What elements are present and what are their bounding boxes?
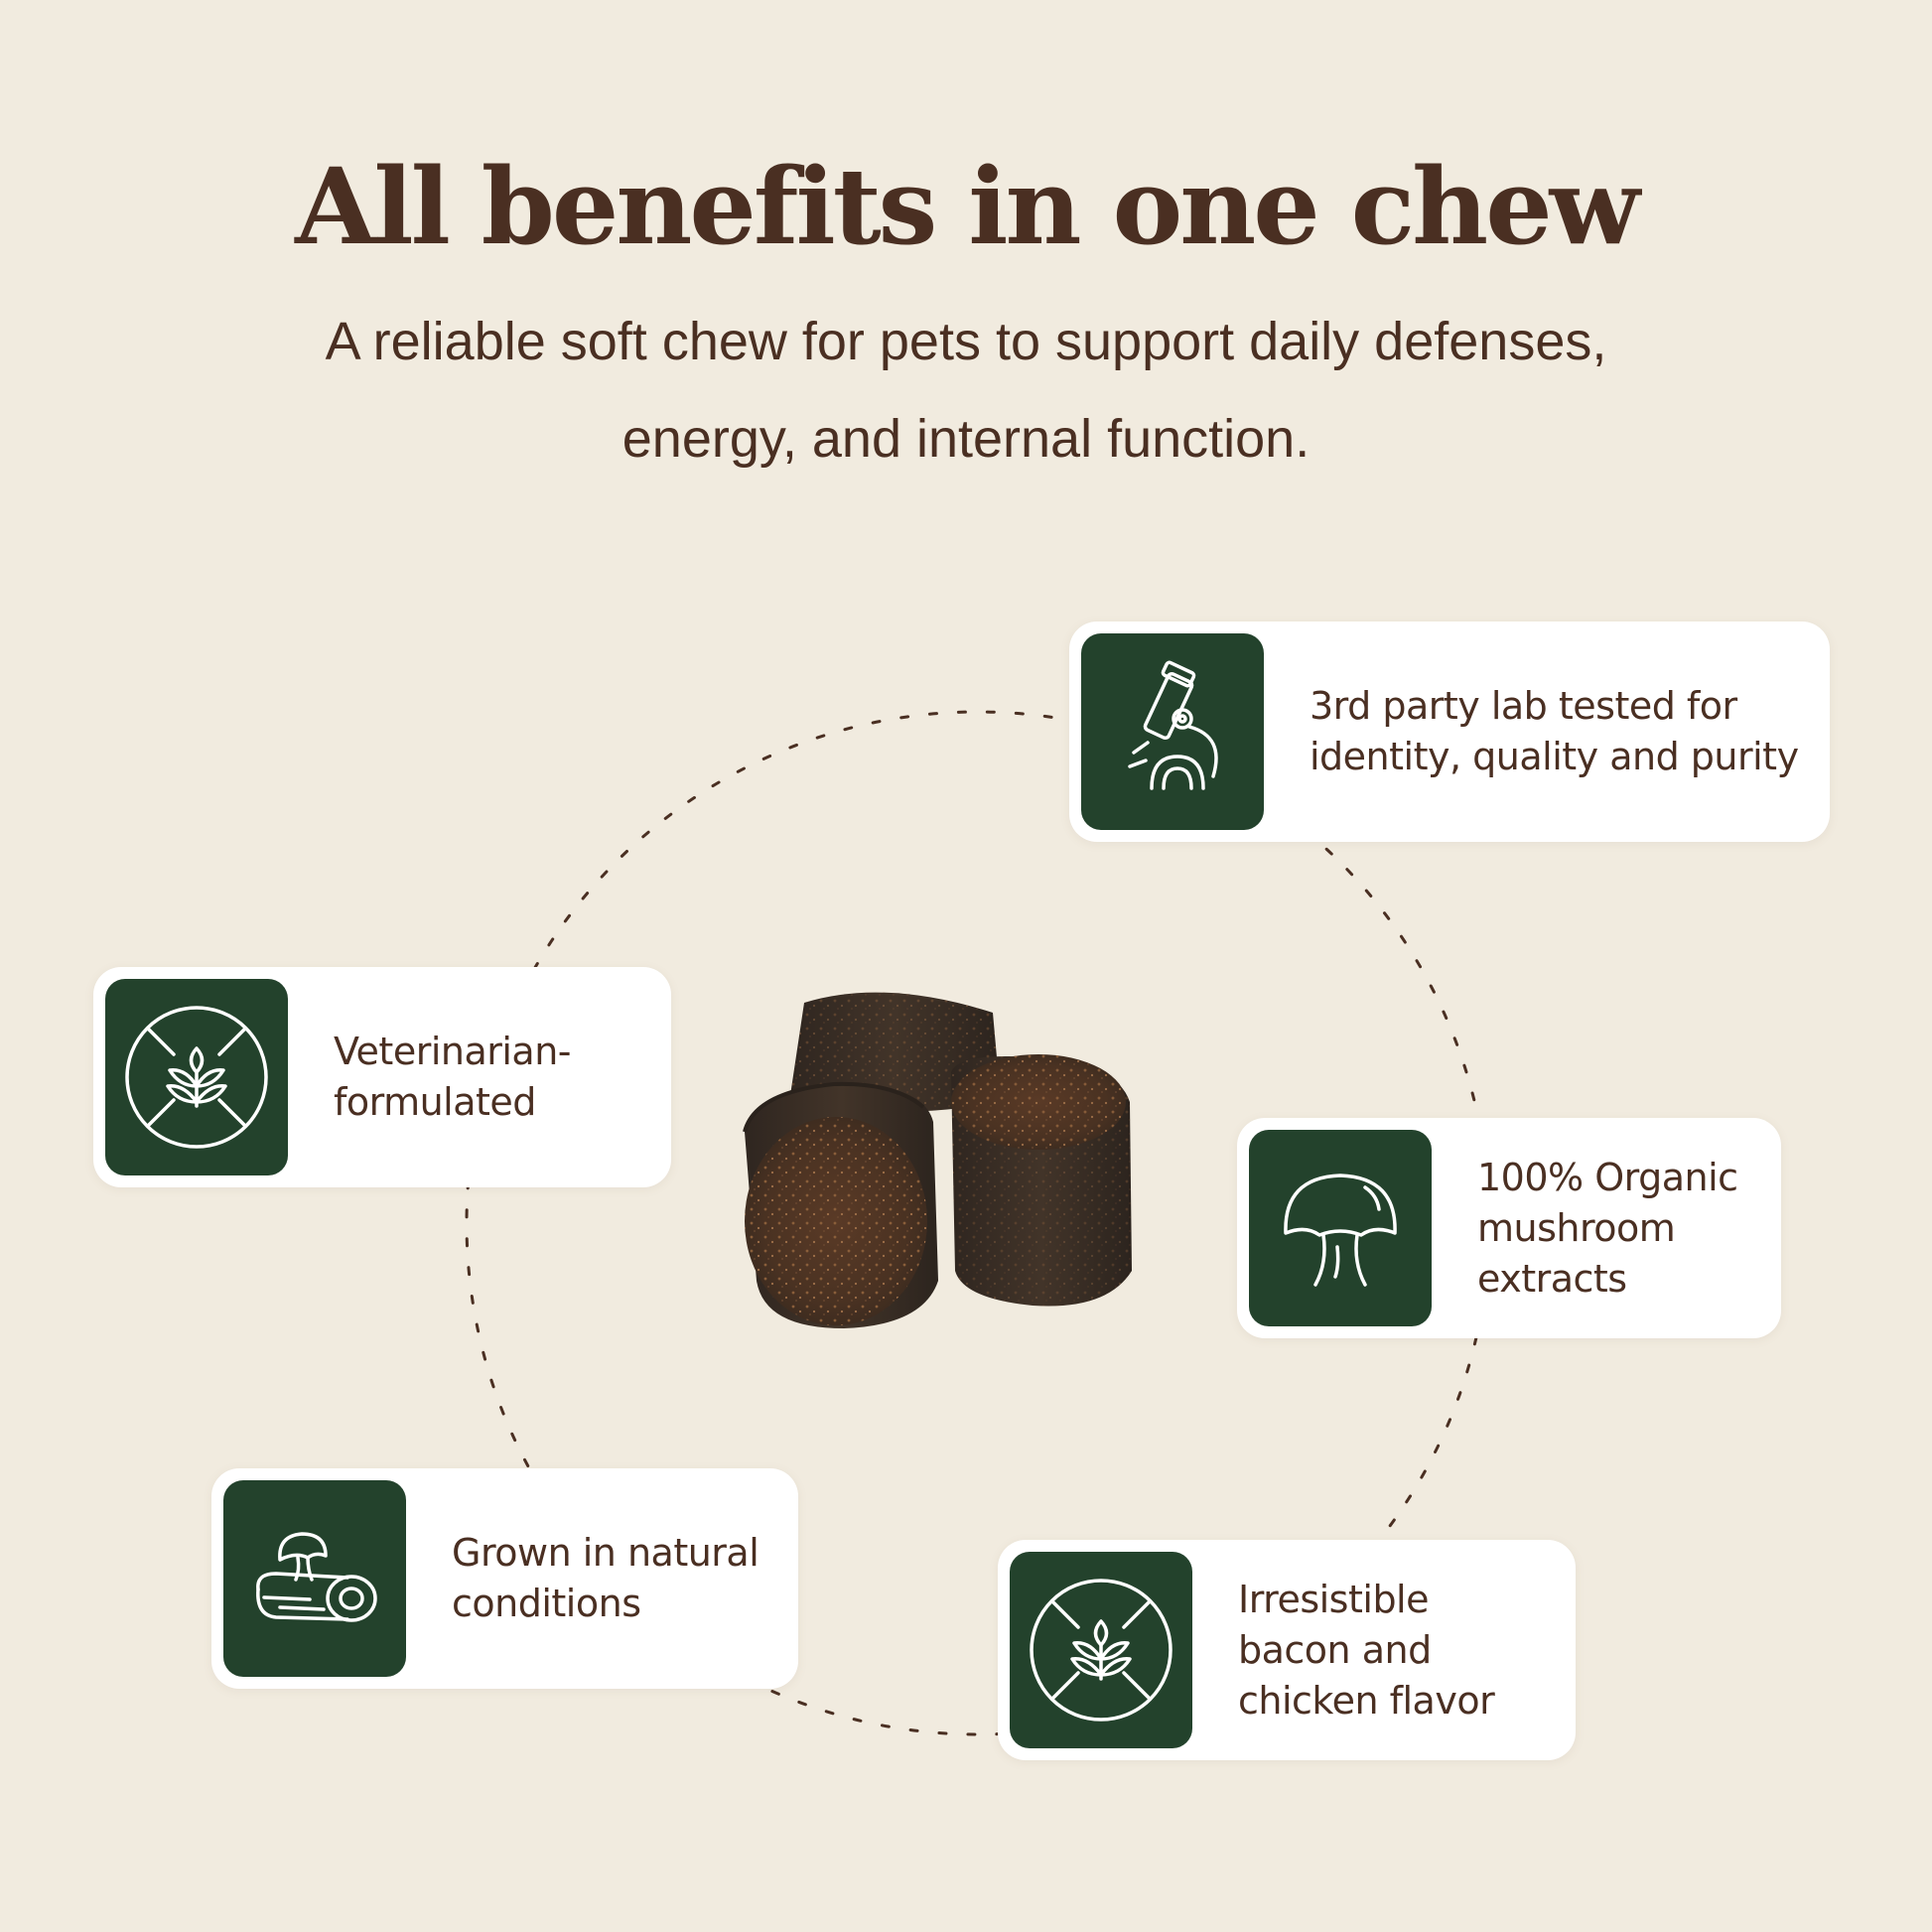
benefit-card-natural-conditions: Grown in natural conditions bbox=[211, 1468, 798, 1689]
subtitle-line-2: energy, and internal function. bbox=[621, 409, 1311, 469]
crossed-grain-icon bbox=[1030, 1579, 1173, 1722]
mushroom-icon bbox=[1284, 1173, 1397, 1287]
benefit-text: Veterinarian- formulated bbox=[334, 1030, 572, 1124]
page-subtitle: A reliable soft chew for pets to support… bbox=[199, 293, 1733, 487]
benefit-card-lab-tested: 3rd party lab tested for identity, quali… bbox=[1069, 621, 1830, 842]
right-chew bbox=[951, 1054, 1132, 1307]
icon-tile bbox=[105, 979, 288, 1175]
soft-chews-image bbox=[743, 992, 1132, 1328]
icon-tile bbox=[1010, 1552, 1192, 1748]
benefit-text: Grown in natural conditions bbox=[452, 1531, 759, 1625]
benefit-card-flavor: Irresistible bacon and chicken flavor bbox=[998, 1540, 1576, 1760]
benefit-text: 100% Organic mushroom extracts bbox=[1477, 1155, 1738, 1301]
icon-tile bbox=[1081, 633, 1264, 830]
front-chew bbox=[743, 1081, 938, 1328]
benefit-text: Irresistible bacon and chicken flavor bbox=[1238, 1577, 1495, 1723]
benefit-card-organic-mushroom: 100% Organic mushroom extracts bbox=[1237, 1118, 1781, 1338]
crossed-grain-icon bbox=[125, 1006, 268, 1149]
mushroom-log-icon bbox=[256, 1532, 377, 1622]
benefit-text: 3rd party lab tested for identity, quali… bbox=[1310, 684, 1799, 778]
icon-tile bbox=[223, 1480, 406, 1677]
icon-tile bbox=[1249, 1130, 1432, 1326]
page-title: All benefits in one chew bbox=[295, 144, 1640, 268]
microscope-icon bbox=[1128, 660, 1218, 790]
subtitle-line-1: A reliable soft chew for pets to support… bbox=[325, 312, 1607, 371]
benefit-card-veterinarian: Veterinarian- formulated bbox=[93, 967, 671, 1187]
